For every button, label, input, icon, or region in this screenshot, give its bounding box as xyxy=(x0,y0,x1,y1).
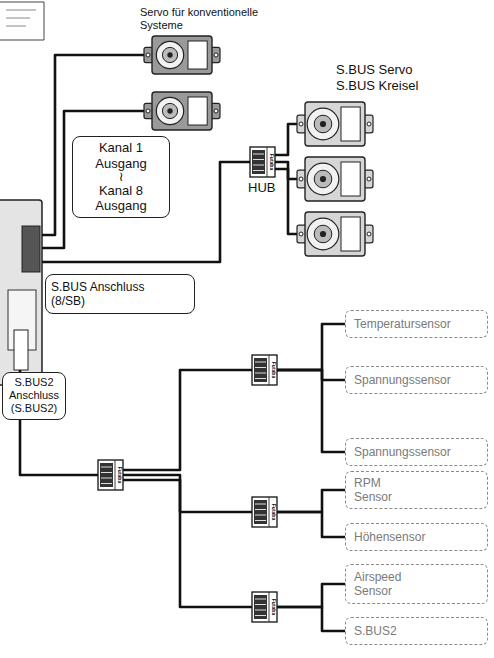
sensor-box: Höhensensor xyxy=(345,523,488,551)
servo-wire xyxy=(276,324,345,370)
hub-illustration xyxy=(252,592,277,622)
port-label: S.BUS2 Anschluss (S.BUS2) xyxy=(8,376,60,416)
sensor-box: Spannungssensor xyxy=(345,438,488,466)
servo-wire xyxy=(276,512,345,537)
sensor-name: Spannungssensor xyxy=(354,445,479,459)
servo-illustration xyxy=(297,212,373,256)
sensor-box: RPM Sensor xyxy=(345,471,488,509)
port-label: Kanal 1 Ausgang xyxy=(78,140,164,171)
servo-illustration xyxy=(144,36,220,74)
sensor-name: RPM Sensor xyxy=(354,476,414,505)
servo-wire xyxy=(276,584,345,607)
sensor-name: Spannungssensor xyxy=(354,373,479,387)
brand-logo: Futaba xyxy=(271,362,276,378)
illustration xyxy=(0,2,373,631)
servo-wire xyxy=(276,490,345,512)
sensor-name: Airspeed Sensor xyxy=(354,570,424,599)
hub-illustration xyxy=(98,460,123,490)
transmitter-detail xyxy=(6,10,36,26)
servo-caption: S.BUS Servo S.BUS Kreisel xyxy=(336,62,432,93)
hub-illustration xyxy=(252,355,277,385)
servo-wire xyxy=(275,169,297,234)
receiver-body xyxy=(0,200,42,385)
sensor-name: S.BUS2 xyxy=(354,624,479,638)
servo-caption: Servo für konventionelle Systeme xyxy=(140,6,298,32)
sensor-name: Temperatursensor xyxy=(354,317,479,331)
sensor-box: Temperatursensor xyxy=(345,310,488,338)
sensor-name: Höhensensor xyxy=(354,530,479,544)
servo-wire xyxy=(275,124,297,155)
brand-logo: Futaba xyxy=(271,504,276,520)
servo-illustration xyxy=(144,92,220,130)
brand-logo: Futaba xyxy=(271,599,276,615)
receiver-connector xyxy=(22,226,40,272)
callout-box: S.BUS2 Anschluss (S.BUS2) xyxy=(2,372,66,420)
sensor-box: Spannungssensor xyxy=(345,366,488,394)
servo-illustration xyxy=(297,102,373,146)
port-label: Kanal 8 Ausgang xyxy=(78,183,164,214)
servo-wire xyxy=(276,607,345,631)
port-label: ≀ xyxy=(78,171,164,183)
transmitter-outline xyxy=(0,2,44,40)
sensor-box: S.BUS2 xyxy=(345,617,488,645)
callout-box: Kanal 1 Ausgang≀Kanal 8 Ausgang xyxy=(72,136,170,218)
hub-label: HUB xyxy=(248,180,275,196)
servo-wire xyxy=(122,370,252,470)
servo-wire xyxy=(275,162,297,179)
servo-wire xyxy=(122,480,252,607)
receiver-sbus2-plug xyxy=(14,330,28,370)
port-label: S.BUS Anschluss (8/SB) xyxy=(51,280,161,309)
brand-logo: Futaba xyxy=(117,467,122,483)
servo-wire xyxy=(276,370,345,380)
brand-logo: Futaba xyxy=(269,154,274,170)
hub-illustration xyxy=(252,497,277,527)
servo-illustration xyxy=(297,157,373,201)
sensor-box: Airspeed Sensor xyxy=(345,564,488,604)
callout-box: S.BUS Anschluss (8/SB) xyxy=(45,274,195,314)
servo-wire xyxy=(276,370,345,452)
hub-illustration xyxy=(250,147,275,177)
